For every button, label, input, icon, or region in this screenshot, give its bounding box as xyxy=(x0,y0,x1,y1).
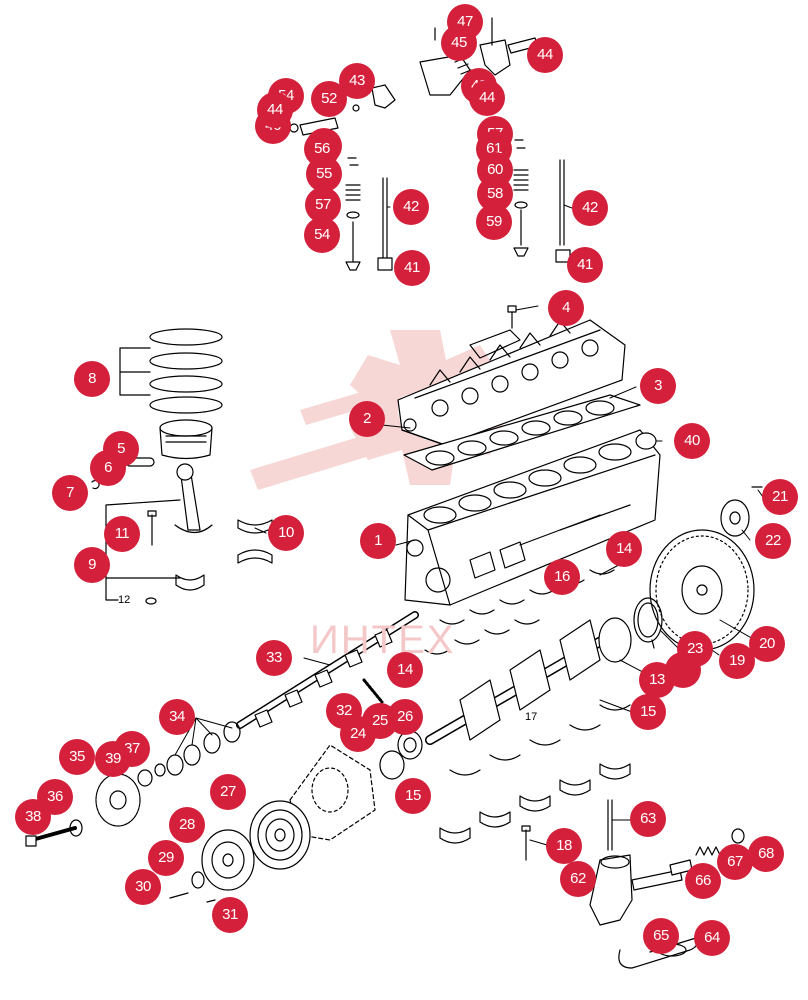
cylinder-block xyxy=(404,429,661,606)
callout-10[interactable]: 10 xyxy=(268,515,304,551)
callout-54[interactable]: 55 xyxy=(306,156,342,192)
rocker-assembly-right xyxy=(419,17,539,96)
callout-9[interactable]: 9 xyxy=(74,547,110,583)
callout-58[interactable]: 59 xyxy=(476,204,512,240)
rocker-assembly-left xyxy=(289,84,396,136)
callout-28[interactable]: 28 xyxy=(169,807,205,843)
callout-1[interactable]: 1 xyxy=(360,523,396,559)
callout-64[interactable]: 65 xyxy=(643,918,679,954)
callout-34[interactable]: 34 xyxy=(159,699,195,735)
valve-train-right xyxy=(513,139,571,263)
callout-6[interactable]: 6 xyxy=(90,450,126,486)
callout-50[interactable]: 52 xyxy=(311,81,347,117)
callout-66[interactable]: 67 xyxy=(717,844,753,880)
head-bolt xyxy=(507,305,517,329)
callout-52[interactable]: 54 xyxy=(304,217,340,253)
callout-16[interactable]: 16 xyxy=(544,559,580,595)
pulley-bolt xyxy=(169,892,189,899)
rod-nut xyxy=(145,597,157,605)
callout-14a[interactable]: 14 xyxy=(606,531,642,567)
oil-pump xyxy=(589,854,683,926)
callout-3[interactable]: 3 xyxy=(640,368,676,404)
callout-62[interactable]: 63 xyxy=(630,801,666,837)
callout-35[interactable]: 35 xyxy=(59,739,95,775)
timing-chain xyxy=(362,678,384,704)
cylinder-head xyxy=(397,319,626,461)
core-plug xyxy=(635,432,657,450)
callout-14b[interactable]: 14 xyxy=(387,652,423,688)
rod-bearing-shells xyxy=(237,519,273,564)
callout-29[interactable]: 29 xyxy=(148,840,184,876)
cam-washer-2 xyxy=(69,819,83,837)
flywheel-flange xyxy=(720,499,750,537)
callout-44a[interactable]: 44 xyxy=(527,37,563,73)
crankshaft xyxy=(425,617,632,745)
watermark-text: ИНТЕХ xyxy=(310,618,456,662)
callout-26[interactable]: 26 xyxy=(387,699,423,735)
callout-43[interactable]: 43 xyxy=(339,63,375,99)
callout-65[interactable]: 66 xyxy=(685,863,721,899)
callout-46[interactable]: 45 xyxy=(441,25,477,61)
callout-45[interactable]: 44 xyxy=(469,80,505,116)
callout-20[interactable]: 20 xyxy=(749,626,785,662)
callout-67[interactable]: 68 xyxy=(748,836,784,872)
callout-33[interactable]: 33 xyxy=(256,640,292,676)
callout-41a[interactable]: 41 xyxy=(394,250,430,286)
callout-18[interactable]: 18 xyxy=(546,828,582,864)
main-bolt xyxy=(521,825,531,861)
cam-washer xyxy=(137,763,166,787)
part-label-12: 12 xyxy=(118,594,131,606)
connecting-rod xyxy=(174,463,213,534)
callout-42a[interactable]: 42 xyxy=(393,189,429,225)
crank-seal xyxy=(379,750,405,780)
callout-39[interactable]: 39 xyxy=(95,741,131,777)
callout-2[interactable]: 2 xyxy=(349,401,385,437)
damper-pulley xyxy=(249,800,311,870)
pulley-bolt-2 xyxy=(206,899,216,903)
cam-bolt xyxy=(25,826,77,847)
callout-31[interactable]: 31 xyxy=(212,897,248,933)
callout-44b[interactable]: 44 xyxy=(257,92,293,128)
callout-22[interactable]: 22 xyxy=(755,523,791,559)
piston-rings xyxy=(119,328,223,414)
pulley-washer xyxy=(191,871,205,889)
crank-pulley xyxy=(201,829,255,891)
callout-11[interactable]: 11 xyxy=(104,516,140,552)
oil-pump-shaft xyxy=(607,799,613,851)
callout-27[interactable]: 27 xyxy=(210,774,246,810)
rod-bolt xyxy=(147,510,157,546)
callout-8[interactable]: 8 xyxy=(74,361,110,397)
callout-61[interactable]: 62 xyxy=(560,861,596,897)
rod-cap xyxy=(175,574,205,591)
camshaft xyxy=(236,611,419,729)
main-bearing-caps xyxy=(439,704,631,844)
callout-15a[interactable]: 15 xyxy=(630,694,666,730)
cam-sprocket xyxy=(95,773,141,827)
callout-63[interactable]: 64 xyxy=(694,920,730,956)
callout-40[interactable]: 40 xyxy=(674,423,710,459)
callout-7[interactable]: 7 xyxy=(52,475,88,511)
relief-plug xyxy=(731,828,745,844)
callout-30[interactable]: 30 xyxy=(125,869,161,905)
head-gasket xyxy=(403,394,641,471)
callout-4[interactable]: 4 xyxy=(548,290,584,326)
callout-68[interactable] xyxy=(665,652,701,688)
callout-42b[interactable]: 42 xyxy=(572,190,608,226)
main-bearing-shells xyxy=(424,569,615,655)
part-label-17: 17 xyxy=(525,711,538,723)
piston xyxy=(159,419,213,460)
callout-21[interactable]: 21 xyxy=(762,479,798,515)
relief-spring xyxy=(695,846,721,856)
callout-15b[interactable]: 15 xyxy=(395,778,431,814)
callout-38[interactable]: 38 xyxy=(15,799,51,835)
dowel-pin xyxy=(651,639,655,649)
callout-32[interactable]: 32 xyxy=(326,693,362,729)
rear-seal xyxy=(633,597,663,643)
crank-sprocket xyxy=(397,730,423,760)
valve-train-left xyxy=(345,157,393,271)
callout-41b[interactable]: 41 xyxy=(567,247,603,283)
